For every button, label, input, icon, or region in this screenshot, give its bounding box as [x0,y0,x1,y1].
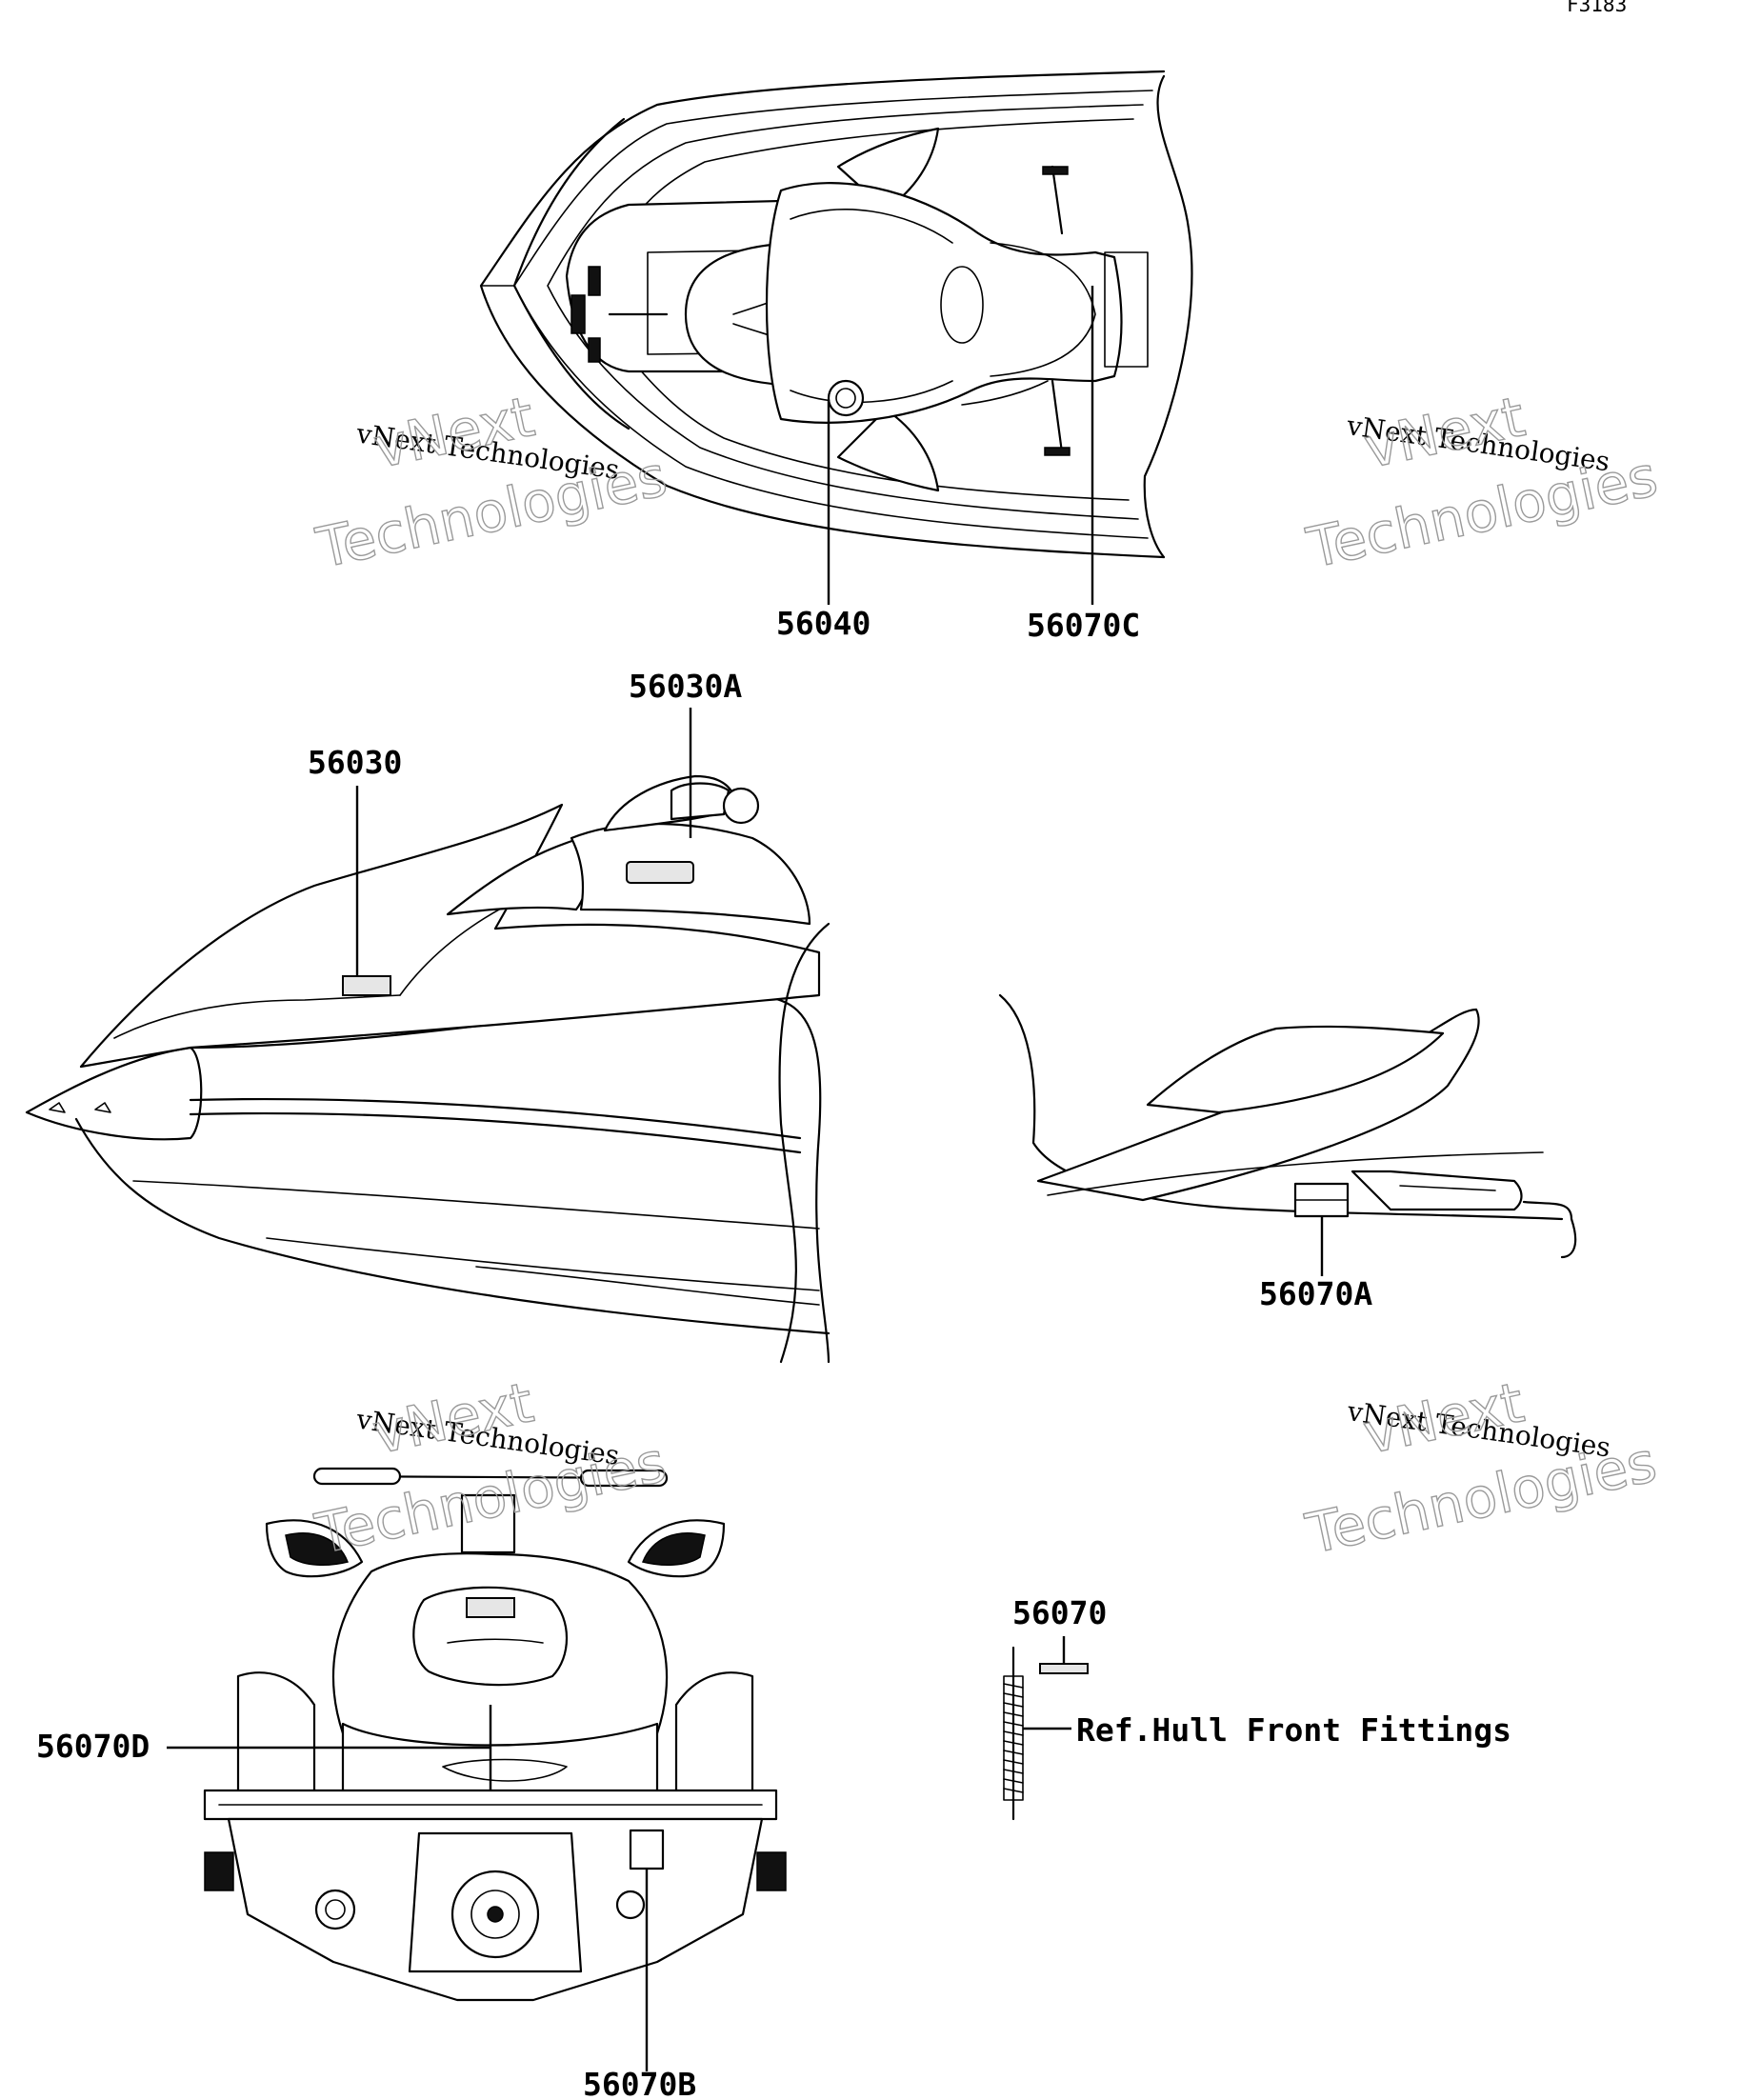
watermark-top-right-outline: vNext Technologies [1301,383,1664,581]
callout-56040: 56040 [776,605,870,642]
decal-detail-illustration [1003,1636,1089,1821]
top-view-hull-illustration [479,70,1193,605]
callout-56070C: 56070C [1027,607,1140,644]
rear-view-illustration [167,1467,787,2071]
side-view-stern-illustration [998,993,1577,1276]
svg-text:vNext: vNext [1359,384,1531,481]
callout-56070: 56070 [1012,1594,1107,1631]
callout-56030A: 56030A [629,668,742,705]
callout-56070B: 56070B [583,2066,696,2100]
side-view-bow-illustration [25,708,830,1364]
watermark-bottom-right-outline: vNext Technologies [1300,1370,1663,1568]
svg-text:vNext: vNext [1358,1370,1530,1467]
callout-56070A: 56070A [1259,1275,1372,1312]
callout-56030: 56030 [308,744,402,781]
figure-code: F3183 [1567,0,1627,16]
callout-56070D: 56070D [36,1728,150,1765]
reference-note-hull-front-fittings: Ref.Hull Front Fittings [1076,1711,1511,1749]
watermark-top-left-outline: vNext Technologies [310,383,673,581]
svg-text:Technologies: Technologies [1300,1430,1662,1567]
svg-text:Technologies: Technologies [1301,444,1663,581]
